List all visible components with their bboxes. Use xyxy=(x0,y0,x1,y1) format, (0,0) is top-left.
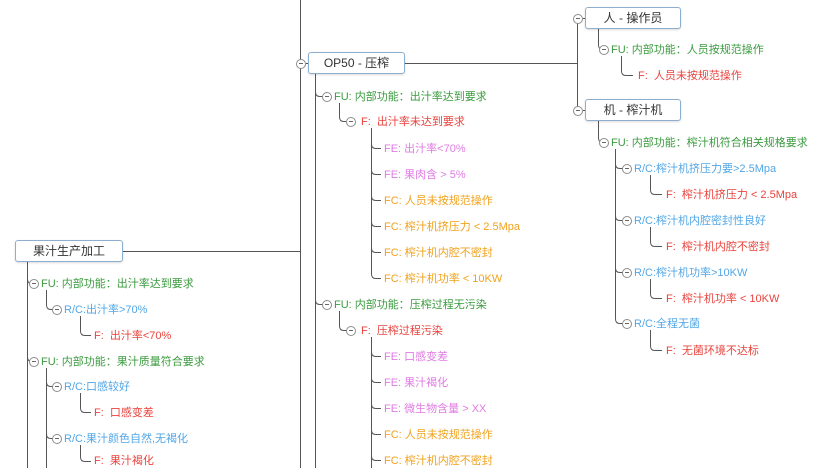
connector-line xyxy=(615,215,623,221)
collapse-minus-icon[interactable] xyxy=(296,58,306,69)
failure-cause-node[interactable]: FC: 榨汁机内腔不密封 xyxy=(384,246,493,259)
connector-line xyxy=(371,247,381,253)
collapse-minus-icon[interactable] xyxy=(622,163,632,174)
connector-line xyxy=(371,377,381,383)
connector-line xyxy=(615,267,623,273)
connector-line xyxy=(371,273,381,279)
connector-line xyxy=(371,221,381,227)
failure-cause-node[interactable]: FC: 人员未按规范操作 xyxy=(384,428,493,441)
function-node[interactable]: FU: 内部功能：压榨过程无污染 xyxy=(334,298,487,311)
collapse-minus-icon[interactable] xyxy=(622,215,632,226)
connector-line xyxy=(615,318,623,324)
operation-topic-box[interactable]: OP50 - 压榨 xyxy=(308,52,405,74)
connector-line xyxy=(371,455,381,461)
connector-line xyxy=(315,299,323,305)
failure-effect-node[interactable]: FE: 果肉含 > 5% xyxy=(384,168,466,181)
collapse-minus-icon[interactable] xyxy=(573,105,583,116)
failure-node[interactable]: F: 出汁率未达到要求 xyxy=(361,115,465,128)
collapse-minus-icon[interactable] xyxy=(346,325,356,336)
requirement-node[interactable]: R/C:果汁颜色自然,无褐化 xyxy=(64,432,189,445)
collapse-minus-icon[interactable] xyxy=(52,381,62,392)
connector-line xyxy=(339,311,347,331)
connector-line xyxy=(371,351,381,357)
topic-label: OP50 - 压榨 xyxy=(323,56,390,70)
failure-node[interactable]: F: 榨汁机内腔不密封 xyxy=(666,240,770,253)
topic-label: 机 - 榨汁机 xyxy=(603,103,663,117)
connector-line xyxy=(371,429,381,435)
collapse-minus-icon[interactable] xyxy=(29,278,39,289)
topic-label: 人 - 操作员 xyxy=(603,11,663,25)
collapse-minus-icon[interactable] xyxy=(622,318,632,329)
connector-line xyxy=(46,290,53,310)
failure-cause-node[interactable]: FC: 榨汁机内腔不密封 xyxy=(384,454,493,467)
failure-effect-node[interactable]: FE: 出汁率<70% xyxy=(384,142,466,155)
collapse-minus-icon[interactable] xyxy=(322,299,332,310)
failure-node[interactable]: F: 果汁褐化 xyxy=(94,455,154,467)
connector-line xyxy=(80,316,91,336)
function-node[interactable]: FU: 内部功能：人员按规范操作 xyxy=(611,43,764,56)
process-topic-box[interactable]: 果汁生产加工 xyxy=(15,240,123,262)
collapse-minus-icon[interactable] xyxy=(573,13,583,24)
connector-line xyxy=(80,445,91,462)
operator-topic-box[interactable]: 人 - 操作员 xyxy=(585,7,681,29)
topic-label: 果汁生产加工 xyxy=(32,244,105,258)
failure-cause-node[interactable]: FC: 人员未按规范操作 xyxy=(384,194,493,207)
failure-node[interactable]: F: 压榨过程污染 xyxy=(361,324,443,337)
connector-line xyxy=(621,56,633,76)
requirement-node[interactable]: R/C:口感较好 xyxy=(64,380,130,393)
connector-line xyxy=(615,163,623,169)
connector-line xyxy=(371,143,381,149)
failure-node[interactable]: F: 人员未按规范操作 xyxy=(638,69,742,82)
failure-node[interactable]: F: 无菌环境不达标 xyxy=(666,344,759,357)
function-node[interactable]: FU: 内部功能：出汁率达到要求 xyxy=(334,90,487,103)
requirement-node[interactable]: R/C:榨汁机内腔密封性良好 xyxy=(634,214,766,227)
collapse-minus-icon[interactable] xyxy=(599,137,609,148)
function-node[interactable]: FU: 内部功能：果汁质量符合要求 xyxy=(41,355,205,368)
failure-node[interactable]: F: 榨汁机功率 < 10KW xyxy=(666,292,780,305)
function-node[interactable]: FU: 内部功能：出汁率达到要求 xyxy=(41,277,194,290)
collapse-minus-icon[interactable] xyxy=(322,91,332,102)
collapse-minus-icon[interactable] xyxy=(599,44,609,55)
failure-node[interactable]: F: 出汁率<70% xyxy=(94,329,172,342)
collapse-minus-icon[interactable] xyxy=(52,304,62,315)
connector-line xyxy=(315,91,323,97)
connector-line xyxy=(650,330,662,351)
connector-line xyxy=(650,175,662,195)
machine-topic-box[interactable]: 机 - 榨汁机 xyxy=(585,99,681,121)
connector-line xyxy=(650,279,662,299)
collapse-minus-icon[interactable] xyxy=(52,433,62,444)
connector-line xyxy=(339,103,347,122)
connector-line xyxy=(371,169,381,175)
connector-line xyxy=(46,433,53,439)
collapse-minus-icon[interactable] xyxy=(622,267,632,278)
collapse-minus-icon[interactable] xyxy=(29,356,39,367)
failure-effect-node[interactable]: FE: 口感变差 xyxy=(384,350,449,363)
connector-line xyxy=(650,227,662,247)
requirement-node[interactable]: R/C:榨汁机挤压力要>2.5Mpa xyxy=(634,162,777,175)
failure-node[interactable]: F: 口感变差 xyxy=(94,406,154,419)
failure-effect-node[interactable]: FE: 果汁褐化 xyxy=(384,376,449,389)
requirement-node[interactable]: R/C:榨汁机功率>10KW xyxy=(634,266,748,279)
connector-line xyxy=(46,381,53,387)
connector-line xyxy=(371,403,381,409)
function-node[interactable]: FU: 内部功能：榨汁机符合相关规格要求 xyxy=(611,136,808,149)
requirement-node[interactable]: R/C:出汁率>70% xyxy=(64,303,148,316)
failure-cause-node[interactable]: FC: 榨汁机功率 < 10KW xyxy=(384,272,503,285)
failure-node[interactable]: F: 榨汁机挤压力 < 2.5Mpa xyxy=(666,188,798,201)
failure-cause-node[interactable]: FC: 榨汁机挤压力 < 2.5Mpa xyxy=(384,220,521,233)
connector-line xyxy=(80,393,91,413)
failure-effect-node[interactable]: FE: 微生物含量 > XX xyxy=(384,402,487,415)
collapse-minus-icon[interactable] xyxy=(346,116,356,127)
requirement-node[interactable]: R/C:全程无菌 xyxy=(634,317,700,330)
connector-line xyxy=(371,195,381,201)
